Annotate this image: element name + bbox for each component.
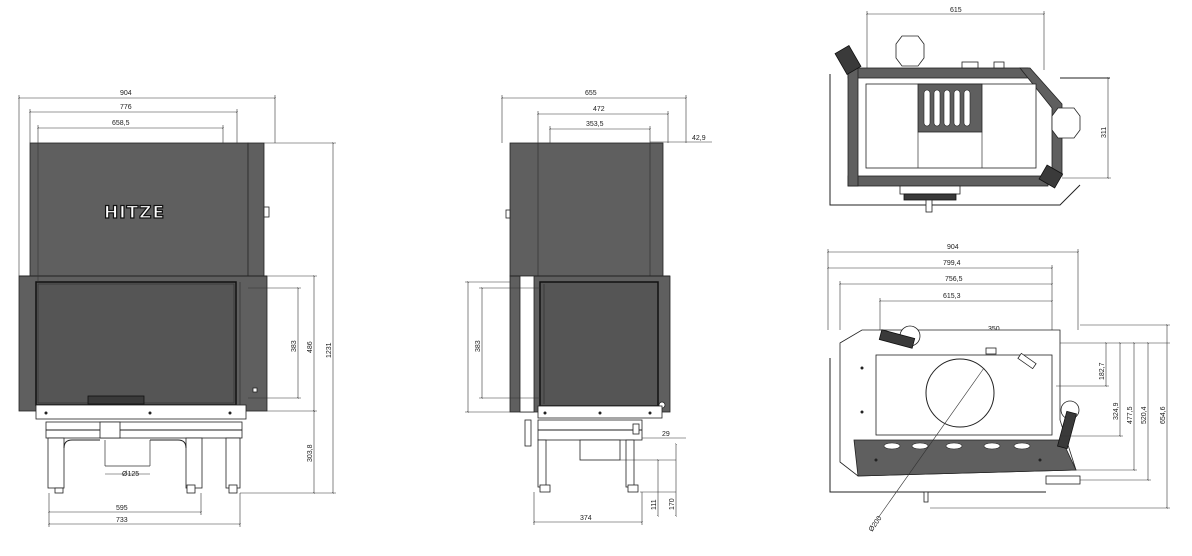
dim-472: 472	[593, 106, 605, 113]
dim-904-plan: 904	[947, 244, 959, 251]
dim-595: 595	[116, 505, 128, 512]
dim-615-plan: 615,3	[943, 293, 961, 300]
dim-1231: 1231	[326, 342, 333, 358]
dim-111: 111	[651, 499, 658, 510]
dim-776: 776	[120, 104, 132, 111]
front-hood	[29, 142, 249, 277]
dim-flue-125: Ø125	[122, 471, 139, 478]
front-base-frame	[45, 421, 243, 494]
side-hood	[509, 142, 664, 277]
dim-170: 170	[669, 498, 676, 510]
dim-42-9: 42,9	[692, 135, 706, 142]
dim-350: 350	[988, 326, 1000, 333]
dim-383-side: 383	[475, 340, 482, 352]
dim-904: 904	[120, 90, 132, 97]
dim-383-front: 383	[291, 340, 298, 352]
dim-374: 374	[580, 515, 592, 522]
top-flue-octagon	[895, 35, 925, 67]
side-view: 655 472 353,5 42,9 383 29 111	[465, 90, 712, 525]
dim-311: 311	[1101, 127, 1108, 138]
plan-flue-circle	[925, 358, 995, 428]
dim-29: 29	[662, 431, 670, 438]
plan-view: 904 799,4 756,5 615,3 350	[827, 244, 1170, 533]
dim-658: 658,5	[112, 120, 130, 127]
side-base-frame	[524, 419, 643, 493]
dim-486: 486	[307, 341, 314, 353]
plan-dimensions-right: 182,7 324,9 477,5 520,4 654,6	[930, 324, 1170, 509]
dim-353: 353,5	[586, 121, 604, 128]
dim-200: Ø200	[868, 515, 884, 533]
front-door-glass	[35, 281, 237, 406]
dim-655: 655	[585, 90, 597, 97]
dim-615-top: 615	[950, 7, 962, 14]
dim-477: 477,5	[1127, 406, 1134, 424]
dim-303: 303,8	[307, 444, 314, 462]
dim-324: 324,9	[1113, 402, 1120, 420]
dim-182: 182,7	[1099, 362, 1106, 380]
side-dimensions: 655 472 353,5 42,9 383 29 111	[465, 90, 712, 525]
dim-756: 756,5	[945, 276, 963, 283]
dim-799: 799,4	[943, 260, 961, 267]
front-view: HITZE	[18, 90, 336, 527]
plan-dimensions-top: 904 799,4 756,5 615,3 350	[827, 244, 1079, 388]
hitze-logo: HITZE	[104, 203, 165, 223]
front-dimensions: 904 776 658,5 1231 486 383 303,8 Ø125	[18, 90, 336, 527]
dim-733: 733	[116, 517, 128, 524]
dim-520: 520,4	[1141, 406, 1148, 424]
dim-654: 654,6	[1160, 406, 1167, 424]
top-view: 615 311	[829, 7, 1111, 213]
side-door-glass	[539, 281, 659, 407]
